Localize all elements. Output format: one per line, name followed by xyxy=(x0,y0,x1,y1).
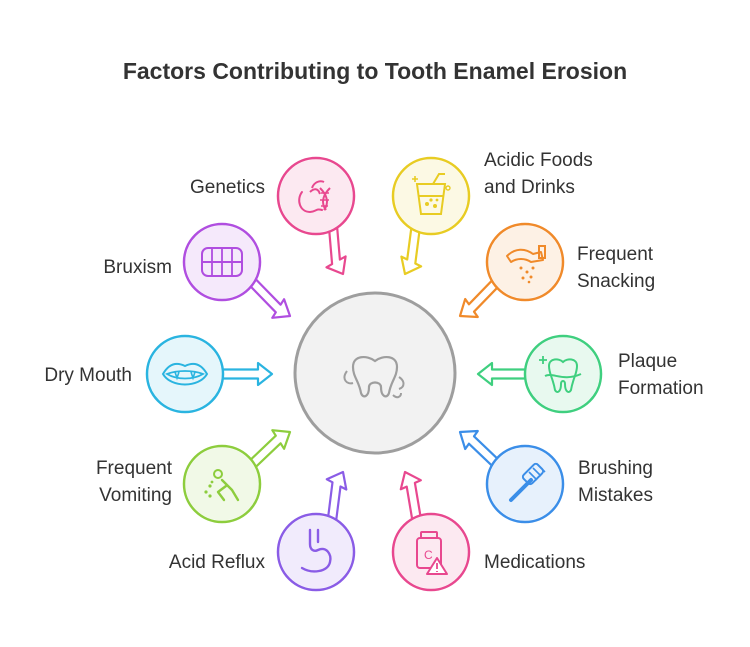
label-genetics: Genetics xyxy=(190,177,265,198)
center-tooth-node xyxy=(293,291,457,455)
node-snacking xyxy=(485,222,565,302)
arrow-dry-mouth xyxy=(217,361,274,387)
label-acid-reflux: Acid Reflux xyxy=(168,552,265,573)
arrow-brushing xyxy=(458,429,501,470)
factor-genetics xyxy=(276,156,356,276)
factor-acidic-foods xyxy=(391,156,471,276)
factor-dry-mouth xyxy=(145,334,274,414)
page-title: Factors Contributing to Tooth Enamel Ero… xyxy=(122,58,628,84)
factor-plaque xyxy=(476,334,603,414)
arrow-acid-reflux xyxy=(325,470,348,526)
factor-acid-reflux xyxy=(276,470,356,592)
arrow-bruxism xyxy=(247,275,292,319)
factor-brushing xyxy=(458,429,565,524)
arrow-medications xyxy=(399,470,423,525)
arrow-genetics xyxy=(325,222,347,276)
factor-snacking xyxy=(458,222,565,319)
factor-bruxism xyxy=(182,222,292,319)
node-acid-reflux xyxy=(276,512,356,592)
arrow-snacking xyxy=(458,276,501,319)
factor-medications xyxy=(391,470,471,592)
node-plaque xyxy=(523,334,603,414)
label-dry-mouth: Dry Mouth xyxy=(44,365,132,386)
arrow-vomiting xyxy=(247,429,292,471)
node-dry-mouth xyxy=(145,334,225,414)
factor-vomiting xyxy=(182,429,292,524)
node-genetics xyxy=(276,156,356,236)
arrow-plaque xyxy=(476,361,531,387)
node-vomiting xyxy=(182,444,262,524)
label-medications: Medications xyxy=(484,552,586,573)
label-bruxism: Bruxism xyxy=(103,257,172,278)
arrow-acidic-foods xyxy=(400,223,423,276)
